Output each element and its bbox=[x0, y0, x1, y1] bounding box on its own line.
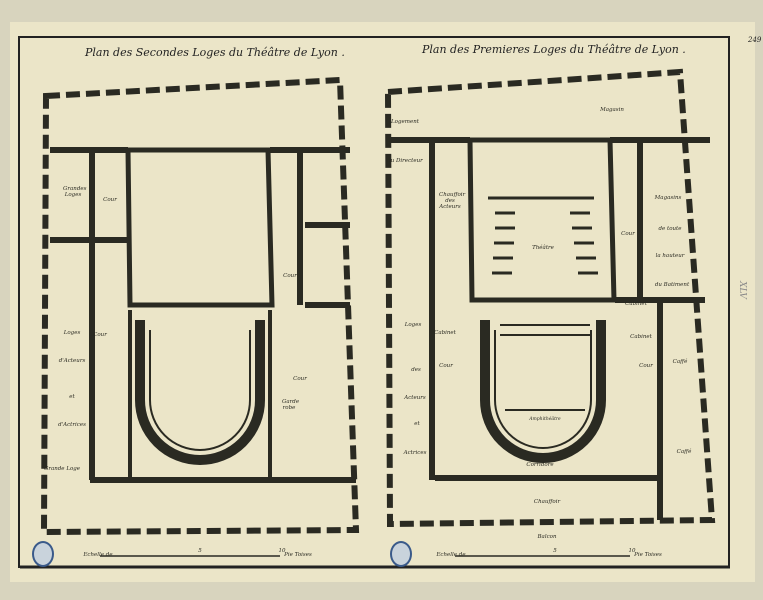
plan-label: Grandes Loges bbox=[63, 186, 87, 198]
plan-label: Cabinet bbox=[434, 330, 456, 336]
page-number: 249 bbox=[748, 36, 762, 44]
plan-label: Chauffoir bbox=[533, 499, 561, 505]
plan-label: Balcon bbox=[537, 534, 557, 540]
plan-label: d'Actrices bbox=[58, 422, 86, 428]
right-plan-title: Plan des Premieres Loges du Théâtre de L… bbox=[422, 43, 686, 56]
plan-label: et bbox=[414, 421, 420, 427]
plan-label: Cour bbox=[93, 332, 107, 338]
scale-end: 10 bbox=[628, 548, 636, 554]
plan-label: du Directeur bbox=[387, 158, 423, 164]
plan-label: Cabinet bbox=[625, 301, 647, 307]
plan-label: Amphithéâtre bbox=[529, 417, 561, 422]
scale-unit: Pie Toises bbox=[634, 552, 662, 558]
margin-mark: XLV bbox=[736, 281, 747, 299]
plan-label: Cour bbox=[283, 273, 297, 279]
plan-label: des bbox=[411, 367, 421, 373]
plan-label: Cabinet bbox=[630, 334, 652, 340]
library-stamp-icon bbox=[32, 541, 54, 567]
plan-label: la hauteur bbox=[655, 253, 685, 259]
plan-label: Garde robe bbox=[282, 399, 300, 411]
plan-label: Cour bbox=[621, 231, 635, 237]
plan-label: Cour bbox=[293, 376, 307, 382]
plan-label: Chauffoir des Acteurs bbox=[439, 192, 466, 210]
right-stage-benches bbox=[488, 196, 598, 275]
plan-label: de toute bbox=[658, 226, 682, 232]
right-plan-walls bbox=[384, 68, 716, 528]
plan-label: Magasins bbox=[654, 195, 682, 201]
plan-label: Actrices bbox=[403, 450, 427, 456]
plan-label: d'Acteurs bbox=[58, 358, 86, 364]
plan-label: du Batiment bbox=[654, 282, 690, 288]
plan-label: et bbox=[69, 394, 75, 400]
plan-label: Grande Loge bbox=[43, 466, 81, 472]
scale-label: Echelle de bbox=[83, 552, 113, 558]
left-plan-title: Plan des Secondes Loges du Théâtre de Ly… bbox=[85, 46, 345, 59]
plan-label: Caffé bbox=[676, 449, 692, 455]
scale-end: 10 bbox=[278, 548, 286, 554]
scale-label: Echelle de bbox=[436, 552, 466, 558]
plan-label: Théâtre bbox=[532, 245, 554, 251]
left-auditorium bbox=[135, 320, 265, 465]
right-auditorium bbox=[480, 320, 606, 463]
plan-label: Loges bbox=[404, 322, 422, 328]
plan-label: Logement bbox=[391, 119, 419, 125]
scale-unit: Pie Toises bbox=[284, 552, 312, 558]
plan-label: Cour bbox=[439, 363, 453, 369]
library-stamp-icon bbox=[390, 541, 412, 567]
plan-label: Cour bbox=[103, 197, 117, 203]
plan-label: Caffé bbox=[672, 359, 688, 365]
plan-label: Corridore bbox=[526, 462, 554, 468]
left-plan-walls bbox=[40, 76, 360, 536]
plan-label: Acteurs bbox=[404, 395, 426, 401]
scale-mid: 5 bbox=[198, 548, 202, 554]
plan-label: Magasin bbox=[600, 107, 624, 113]
plan-label: Cour bbox=[639, 363, 653, 369]
plan-label: Loges bbox=[63, 330, 81, 336]
scale-mid: 5 bbox=[553, 548, 557, 554]
